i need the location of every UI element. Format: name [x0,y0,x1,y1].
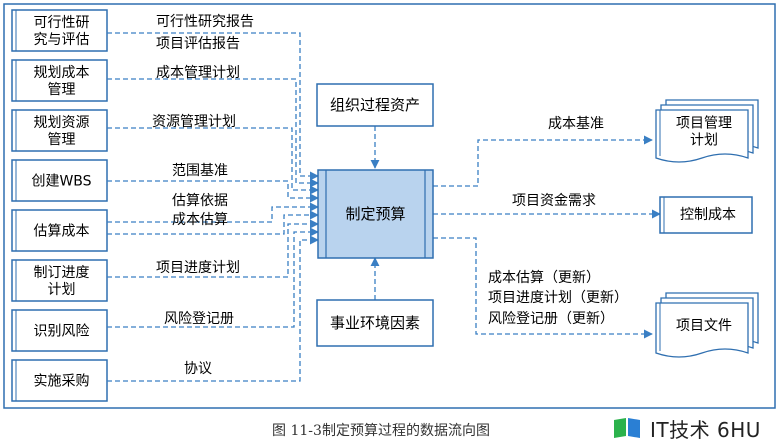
top-input-box: 组织过程资产 [316,83,434,127]
input-process-label: 估算成本 [34,224,90,240]
output-box-2: 控制成本 [659,196,753,234]
input-process-box-5: 估算成本 [11,209,108,252]
arrow-output-3 [433,237,653,339]
input-arrow-label: 协议 [184,361,212,377]
input-arrow-label: 成本估算 [172,212,228,228]
arrow-input-6 [107,219,319,278]
arrow-input-7 [107,227,319,328]
output-box-label: 控制成本 [680,207,736,223]
caption-number: 图 11-3 [272,423,322,439]
output-box-label: 项目文件 [676,318,732,334]
input-process-label: 计划 [48,282,76,298]
input-process-label: 管理 [48,132,76,148]
output-box-label: 项目管理 [676,116,732,132]
bottom-input-box: 事业环境因素 [316,299,434,347]
output-box-label: 计划 [690,133,718,149]
input-process-label: 究与评估 [34,32,90,48]
input-process-label: 管理 [48,82,76,98]
caption-title: 制定预算过程的数据流向图 [322,423,490,439]
arrow-input-4 [107,180,319,203]
arrow-input-3 [107,127,319,195]
watermark-text: IT技术 6HU [650,417,761,442]
arrow-input-1 [107,32,319,181]
input-arrow-label: 项目进度计划 [156,260,240,276]
top-input-label: 组织过程资产 [330,96,420,114]
input-arrow-label: 成本管理计划 [156,65,240,81]
watermark: IT技术 6HU [612,414,774,442]
center-process-label: 制定预算 [345,205,405,223]
output-arrow-label: 成本估算（更新） [488,270,600,286]
output-arrow-label: 风险登记册（更新） [488,311,614,327]
arrow-input-2 [107,78,319,188]
input-process-label: 规划成本 [34,65,90,81]
input-process-label: 创建WBS [31,174,91,190]
data-flow-diagram: 可行性研究与评估规划成本管理规划资源管理创建WBS估算成本制订进度计划识别风险实… [3,3,776,409]
arrow-input-8 [107,235,319,382]
input-arrow-label: 资源管理计划 [152,114,236,130]
input-arrow-label: 可行性研究报告 [156,14,254,30]
arrow-output-1 [433,135,653,187]
output-arrow-label: 项目资金需求 [512,193,596,209]
input-process-box-4: 创建WBS [11,159,108,202]
outer-frame [3,3,776,409]
input-arrow-label: 风险登记册 [164,311,234,327]
output-arrow-label: 项目进度计划（更新） [488,290,628,306]
output-arrow-label: 成本基准 [548,115,604,132]
center-process-box: 制定预算 [317,169,434,259]
arrow-input-5b [107,210,319,235]
input-process-label: 制订进度 [34,265,90,281]
input-process-box-8: 实施采购 [11,359,108,402]
input-process-box-7: 识别风险 [11,309,108,352]
output-box-3: 项目文件 [655,292,759,358]
input-arrow-label: 范围基准 [172,162,228,179]
input-process-label: 可行性研 [34,15,90,31]
input-process-label: 实施采购 [34,374,90,390]
input-arrow-label: 估算依据 [172,193,228,209]
input-arrow-label: 项目评估报告 [156,36,240,52]
input-process-label: 规划资源 [34,115,90,131]
watermark-logo-icon [614,418,640,438]
arrow-input-5a [107,202,319,223]
input-process-label: 识别风险 [34,324,90,340]
bottom-input-label: 事业环境因素 [330,314,420,332]
